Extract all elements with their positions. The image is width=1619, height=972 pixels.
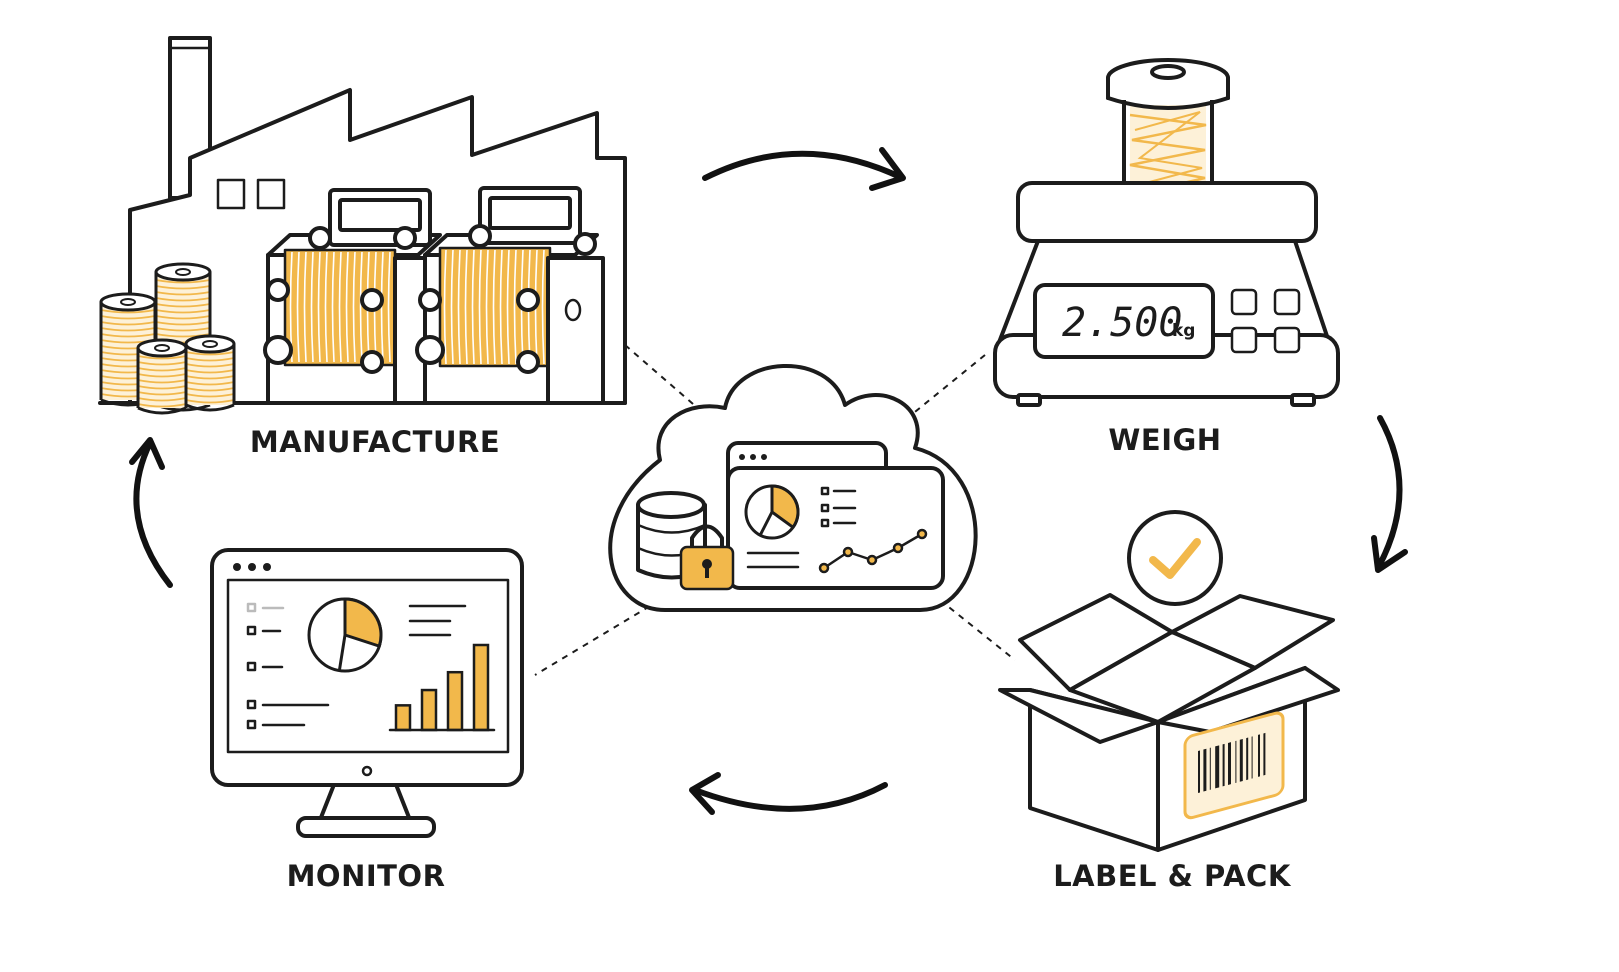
checkmark-icon xyxy=(1127,510,1223,606)
stage-label-weigh: WEIGH xyxy=(1108,423,1221,457)
stage-label-manufacture: MANUFACTURE xyxy=(250,425,500,459)
thread-line xyxy=(443,249,447,365)
bar-3 xyxy=(446,670,464,732)
padlock-icon xyxy=(679,524,735,591)
barcode-bar xyxy=(1251,736,1253,779)
arrow-to-weigh-icon xyxy=(702,147,906,191)
pie-divider xyxy=(337,634,347,671)
checklist xyxy=(246,602,330,730)
monitor-icon xyxy=(210,548,524,838)
stage-label-monitor: MONITOR xyxy=(287,859,446,893)
bar-2 xyxy=(420,688,438,732)
dashed-connectors xyxy=(534,344,1016,676)
barcode-bar xyxy=(1203,748,1207,792)
thread-line xyxy=(345,251,349,363)
cloud-icon xyxy=(608,363,978,612)
thread-line xyxy=(471,249,475,365)
cycle-arrows xyxy=(129,147,1408,815)
thread-line xyxy=(338,251,342,363)
digital-scale-icon: 2.500 kg xyxy=(993,58,1340,407)
thread-line xyxy=(317,251,321,363)
thread-line xyxy=(387,251,391,363)
barcode-bar xyxy=(1246,737,1249,781)
barcode-bar xyxy=(1263,732,1266,776)
thread-line xyxy=(310,251,314,363)
thread-line xyxy=(464,249,468,365)
arrow-to-label-pack-icon xyxy=(1371,415,1408,573)
thread-line xyxy=(499,249,503,365)
open-box-icon xyxy=(998,510,1340,852)
thread-line xyxy=(352,251,356,363)
pie-chart-icon xyxy=(307,597,383,673)
loom-machine-icon xyxy=(415,186,605,405)
bar-1 xyxy=(394,704,412,732)
line-chart-icon xyxy=(818,528,928,574)
thread-line xyxy=(492,249,496,365)
barcode-bar xyxy=(1222,743,1225,787)
pie-divider xyxy=(758,511,774,536)
barcode-bar xyxy=(1198,750,1200,793)
thread-line xyxy=(513,249,517,365)
thread-line xyxy=(296,251,300,363)
bar-4 xyxy=(472,643,490,732)
thread-line xyxy=(450,249,454,365)
arrow-to-monitor-icon xyxy=(689,772,888,815)
spool-icon xyxy=(184,334,236,412)
arrow-to-manufacture-icon xyxy=(129,437,173,588)
thread-line xyxy=(457,249,461,365)
barcode-bar xyxy=(1228,742,1231,785)
thread-line xyxy=(359,251,363,363)
barcode-bar xyxy=(1235,740,1237,783)
barcode-bar xyxy=(1209,747,1211,790)
bar-chart-icon xyxy=(388,643,496,732)
barcode-bar xyxy=(1258,734,1260,777)
barcode-bar xyxy=(1239,738,1243,782)
scale-readout-unit: kg xyxy=(1172,321,1195,341)
dashboard-icon xyxy=(726,441,945,590)
thread-line xyxy=(303,251,307,363)
pie-slice-highlight xyxy=(770,484,800,529)
loom-machine-icon xyxy=(263,188,442,405)
thread-line xyxy=(331,251,335,363)
thread-line xyxy=(506,249,510,365)
thread-line xyxy=(485,249,489,365)
factory-icon xyxy=(98,36,627,415)
barcode-bar xyxy=(1215,745,1220,789)
stage-label-label-pack: LABEL & PACK xyxy=(1053,859,1292,893)
thread-line xyxy=(541,249,545,365)
scale-readout-value: 2.500 xyxy=(1062,300,1182,346)
thread-line xyxy=(324,251,328,363)
barcode-icon xyxy=(1183,711,1285,820)
thread-line xyxy=(478,249,482,365)
spool-icon xyxy=(136,338,188,415)
thread-spools-icon xyxy=(99,262,236,415)
pie-slice-highlight xyxy=(343,597,383,648)
